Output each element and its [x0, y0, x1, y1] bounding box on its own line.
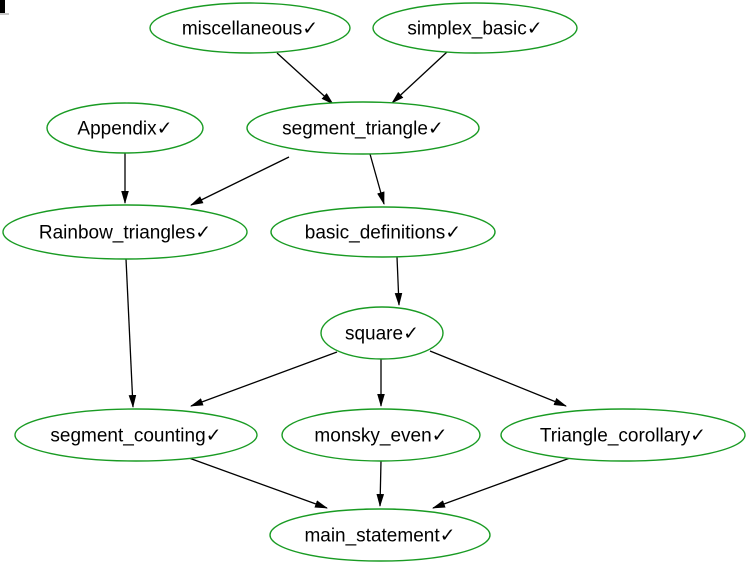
node-miscellaneous: miscellaneous✓ [149, 2, 351, 54]
node-ellipse-segment_triangle [246, 101, 480, 155]
edge-square-to-segment_counting [190, 351, 338, 407]
node-label-miscellaneous: miscellaneous✓ [182, 19, 318, 40]
node-label-segment_triangle: segment_triangle✓ [282, 119, 444, 140]
node-ellipse-monsky_even [281, 408, 481, 462]
node-label-monsky_even: monsky_even✓ [314, 426, 447, 447]
node-label-Appendix: Appendix✓ [77, 119, 172, 140]
node-ellipse-miscellaneous [149, 2, 351, 54]
node-ellipse-main_statement [269, 508, 491, 562]
node-Rainbow_triangles: Rainbow_triangles✓ [2, 204, 248, 260]
node-label-main_statement: main_statement✓ [304, 526, 455, 547]
node-segment_triangle: segment_triangle✓ [246, 101, 480, 155]
corner-artifact-underline [0, 13, 9, 15]
corner-artifact [0, 0, 5, 13]
edge-segment_counting-to-main_statement [188, 457, 328, 509]
edge-Rainbow_triangles-to-segment_counting [125, 258, 137, 408]
edge-Triangle_corollary-to-main_statement [432, 457, 571, 509]
node-simplex_basic: simplex_basic✓ [372, 2, 578, 54]
node-basic_definitions: basic_definitions✓ [270, 206, 496, 258]
edge-simplex_basic-to-segment_triangle [391, 51, 448, 104]
edge-miscellaneous-to-segment_triangle [276, 52, 334, 105]
node-label-Triangle_corollary: Triangle_corollary✓ [540, 426, 706, 447]
node-square: square✓ [320, 306, 444, 360]
edge-basic_definitions-to-square [394, 256, 403, 306]
edge-square-to-Triangle_corollary [429, 350, 567, 407]
node-label-simplex_basic: simplex_basic✓ [407, 19, 542, 40]
node-ellipse-simplex_basic [372, 2, 578, 54]
node-monsky_even: monsky_even✓ [281, 408, 481, 462]
node-label-square: square✓ [345, 324, 419, 345]
node-ellipse-square [320, 306, 444, 360]
node-ellipse-Triangle_corollary [500, 408, 746, 462]
node-label-segment_counting: segment_counting✓ [50, 426, 221, 447]
edge-monsky_even-to-main_statement [376, 460, 385, 507]
node-segment_counting: segment_counting✓ [14, 408, 258, 462]
edge-segment_triangle-to-basic_definitions [369, 153, 385, 205]
edge-segment_triangle-to-Rainbow_triangles [190, 156, 290, 206]
node-main_statement: main_statement✓ [269, 508, 491, 562]
node-ellipse-segment_counting [14, 408, 258, 462]
node-Triangle_corollary: Triangle_corollary✓ [500, 408, 746, 462]
node-Appendix: Appendix✓ [46, 102, 204, 154]
node-ellipse-basic_definitions [270, 206, 496, 258]
node-ellipse-Appendix [46, 102, 204, 154]
node-label-basic_definitions: basic_definitions✓ [305, 223, 461, 244]
node-ellipse-Rainbow_triangles [2, 204, 248, 260]
node-label-Rainbow_triangles: Rainbow_triangles✓ [39, 223, 211, 244]
